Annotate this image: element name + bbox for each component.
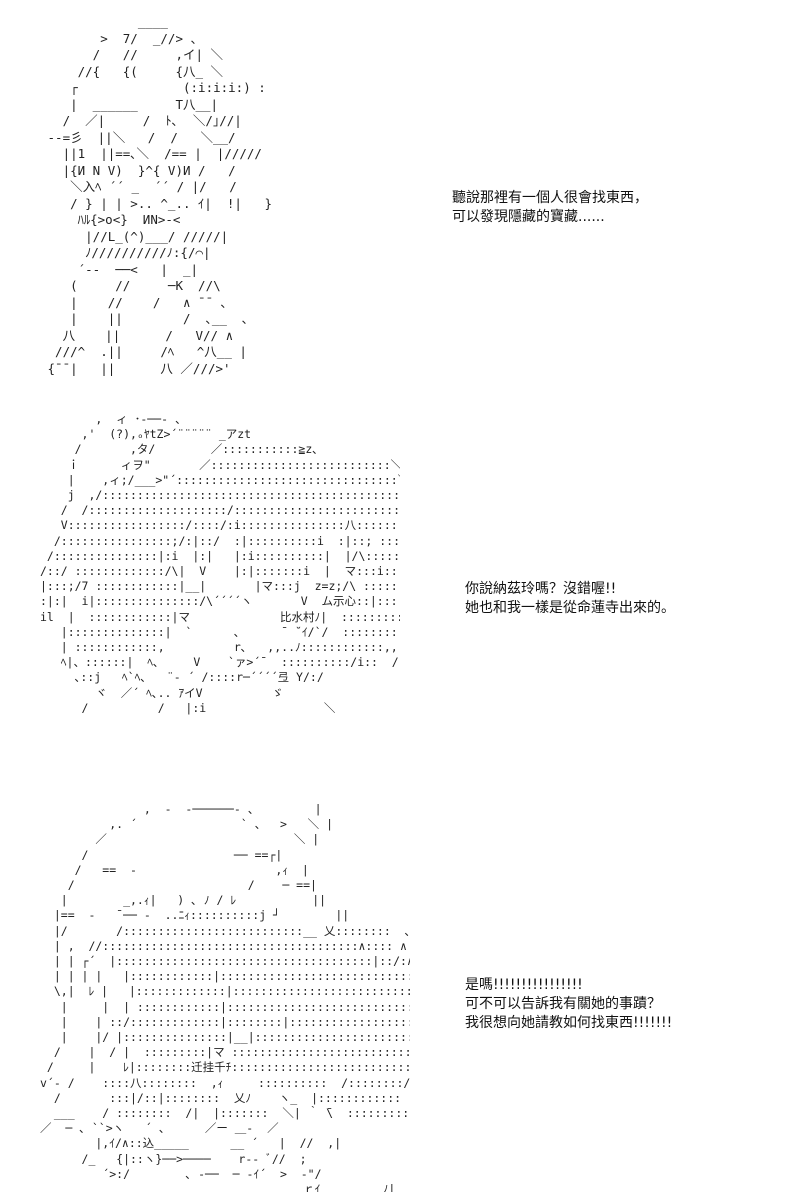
dialogue-2-line-1: 你說納茲玲嗎？沒錯喔!! bbox=[465, 581, 617, 597]
ascii-art-character-1: ____ > 7/ _//> 、 / // ,イ| ＼ //{ {( {八_ ＼… bbox=[47, 14, 273, 376]
dialogue-3: 是嗎!!!!!!!!!!!!!!!! 可不可以告訴我有關她的事蹟？ 我很想向她請… bbox=[465, 976, 672, 1033]
dialogue-3-line-2: 可不可以告訴我有關她的事蹟？ bbox=[465, 996, 661, 1012]
panel-1: ____ > 7/ _//> 、 / // ,イ| ＼ //{ {( {八_ ＼… bbox=[0, 0, 800, 410]
dialogue-1-line-2: 可以發現隱藏的寶藏...... bbox=[452, 209, 605, 225]
dialogue-2-line-2: 她也和我一樣是從命蓮寺出來的。 bbox=[465, 600, 675, 616]
dialogue-3-line-1: 是嗎!!!!!!!!!!!!!!!! bbox=[465, 977, 583, 993]
dialogue-2: 你說納茲玲嗎？沒錯喔!! 她也和我一樣是從命蓮寺出來的。 bbox=[465, 580, 675, 618]
dialogue-3-line-3: 我很想向她請教如何找東西!!!!!!! bbox=[465, 1015, 673, 1031]
dialogue-1: 聽說那裡有一個人很會找東西， 可以發現隱藏的寶藏...... bbox=[452, 189, 648, 227]
ascii-art-character-3: , - -──────- 、 | ,. ´ ` 、 > ＼ | ／ ＼ | / … bbox=[40, 802, 410, 1192]
dialogue-1-line-1: 聽說那裡有一個人很會找東西， bbox=[452, 190, 648, 206]
panel-3: , - -──────- 、 | ,. ´ ` 、 > ＼ | ／ ＼ | / … bbox=[0, 800, 800, 1200]
ascii-art-character-2: , ィ ･-──- 、 ,' (?)‚ₒﾔtZ>´¨¨¨¨¨ _アzt / ,タ… bbox=[40, 412, 400, 715]
panel-2: , ィ ･-──- 、 ,' (?)‚ₒﾔtZ>´¨¨¨¨¨ _アzt / ,タ… bbox=[0, 410, 800, 800]
